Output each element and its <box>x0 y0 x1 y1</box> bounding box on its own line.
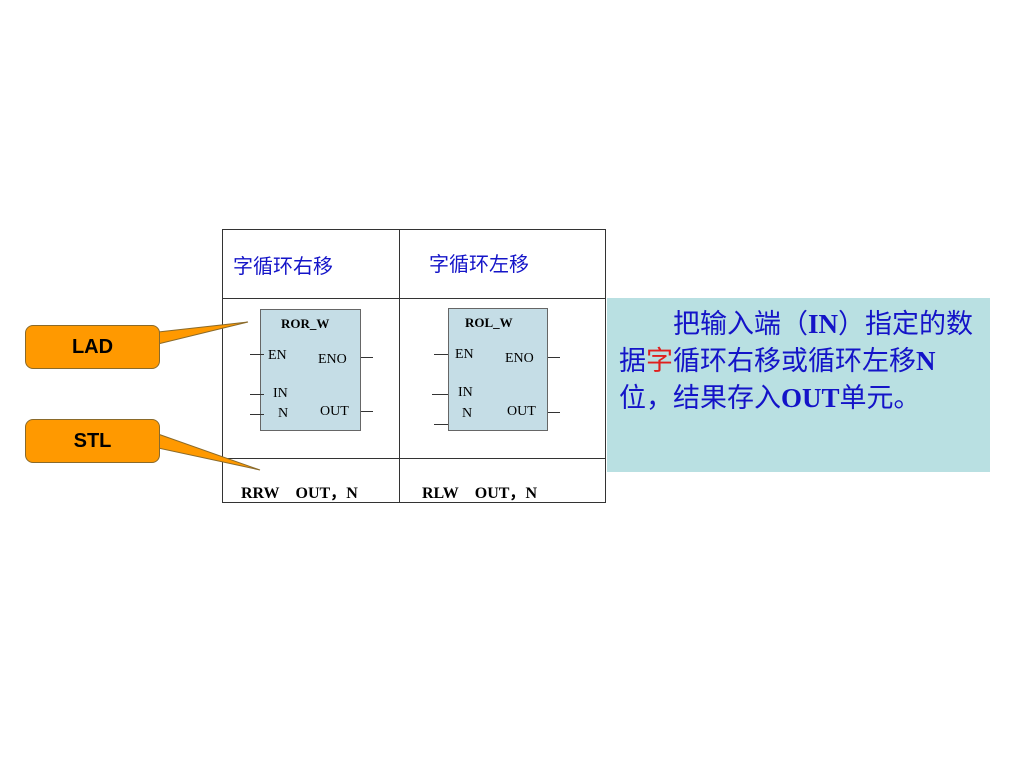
lad-callout-tail <box>157 321 249 345</box>
stl-callout-tail <box>157 433 261 471</box>
stl-callout: STL <box>25 419 160 463</box>
desc-n: N <box>916 346 936 376</box>
ror-w-in-wire <box>250 394 264 395</box>
ror-w-en-pin: EN <box>268 348 287 363</box>
desc-part3: 循环右移或循环左移 <box>673 346 916 377</box>
ror-w-n-pin: N <box>278 406 289 421</box>
desc-part4: 位，结果存入 <box>619 383 781 414</box>
rol-w-out-wire <box>548 412 560 413</box>
rol-w-eno-wire <box>548 357 560 358</box>
stl-divider <box>223 458 605 459</box>
ror-w-block-name: ROR_W <box>281 316 330 331</box>
rol-w-in-pin: IN <box>458 385 473 400</box>
desc-highlight: 字 <box>646 346 673 377</box>
lad-callout-label: LAD <box>71 335 114 358</box>
ror-w-block: ROR_W EN ENO IN N OUT <box>260 309 361 431</box>
rol-w-n-wire <box>434 424 448 425</box>
ror-w-eno-pin: ENO <box>318 352 347 367</box>
desc-part5: 单元。 <box>839 383 921 414</box>
stl-rotate-left: RLW OUT，N <box>422 479 537 503</box>
description-box: 把输入端（IN）指定的数据字循环右移或循环左移N 位，结果存入OUT单元。 <box>607 298 990 472</box>
header-rotate-right: 字循环右移 <box>233 254 333 278</box>
ror-w-in-pin: IN <box>273 386 288 401</box>
header-divider <box>223 298 605 299</box>
ror-w-n-wire <box>250 414 264 415</box>
rol-w-out-pin: OUT <box>507 404 536 419</box>
stl-callout-label: STL <box>73 429 112 452</box>
rol-w-eno-pin: ENO <box>505 351 534 366</box>
header-rotate-left: 字循环左移 <box>429 252 529 276</box>
desc-part2: ）指定的数据 <box>619 309 974 377</box>
ror-w-en-wire <box>250 354 264 355</box>
stl-rrw-args: OUT，N <box>295 485 358 502</box>
instruction-table: 字循环右移 字循环左移 ROR_W EN ENO IN N OUT ROL_W … <box>222 229 606 503</box>
ror-w-out-wire <box>361 411 373 412</box>
rol-w-in-wire <box>432 394 448 395</box>
stl-rlw-args: OUT，N <box>474 485 537 502</box>
ror-w-eno-wire <box>361 357 373 358</box>
column-divider <box>399 230 400 502</box>
rol-w-en-wire <box>434 354 448 355</box>
rol-w-n-pin: N <box>462 406 473 421</box>
stl-rlw-op: RLW <box>422 485 459 502</box>
desc-out: OUT <box>781 383 840 413</box>
rol-w-block: ROL_W EN ENO IN N OUT <box>448 308 548 431</box>
rol-w-block-name: ROL_W <box>465 315 513 330</box>
stl-rrw-op: RRW <box>241 485 280 502</box>
lad-callout: LAD <box>25 325 160 369</box>
desc-in: IN <box>808 309 839 339</box>
desc-part1: 把输入端（ <box>673 309 808 340</box>
ror-w-out-pin: OUT <box>320 404 349 419</box>
rol-w-en-pin: EN <box>455 347 474 362</box>
stl-rotate-right: RRW OUT，N <box>241 479 358 503</box>
